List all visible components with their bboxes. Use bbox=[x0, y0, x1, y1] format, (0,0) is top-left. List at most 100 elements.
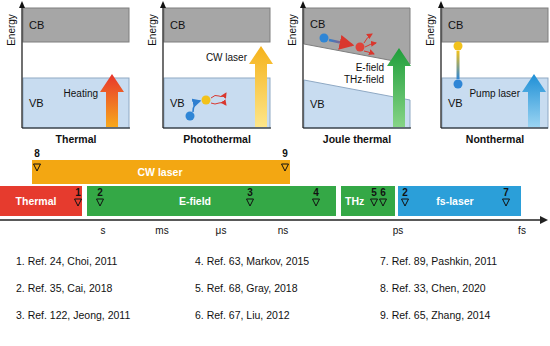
callout-number: 7 bbox=[503, 187, 509, 199]
reference-entry: 9. Ref. 65, Zhang, 2014 bbox=[380, 309, 490, 321]
bar-fill bbox=[87, 186, 336, 216]
valence-band: VB bbox=[164, 78, 270, 128]
hole-ball bbox=[454, 80, 463, 89]
phonon-arrow bbox=[211, 93, 226, 98]
panel-caption: Thermal bbox=[56, 133, 97, 145]
band-outline bbox=[164, 8, 270, 42]
arrow-label: Pump laser bbox=[469, 88, 520, 100]
band-label: VB bbox=[29, 97, 44, 110]
reference-entry: 3. Ref. 122, Jeong, 2011 bbox=[16, 309, 130, 321]
reference-entry: 4. Ref. 63, Markov, 2015 bbox=[195, 255, 309, 267]
bar-label: E-field bbox=[179, 195, 211, 207]
callout-triangles bbox=[34, 164, 510, 206]
bar-label: THz bbox=[345, 195, 364, 207]
axis-line bbox=[303, 127, 411, 128]
timescale-axis bbox=[0, 219, 541, 221]
axis-arrowhead bbox=[300, 1, 306, 8]
callout-number: 2 bbox=[402, 187, 408, 199]
band-outline bbox=[442, 8, 548, 42]
timescale-bar: E-field bbox=[87, 186, 336, 216]
reference-entry: 7. Ref. 89, Pashkin, 2011 bbox=[380, 255, 497, 267]
axis-arrowhead bbox=[160, 1, 166, 8]
band-label: CB bbox=[448, 19, 463, 32]
bar-fill bbox=[341, 186, 395, 216]
phonon-arrow bbox=[364, 51, 374, 54]
callout-number: 9 bbox=[282, 148, 288, 160]
excitation-line bbox=[457, 51, 460, 79]
axis-line bbox=[440, 7, 441, 128]
bar-fill bbox=[398, 186, 521, 216]
cw-laser-arrow bbox=[249, 46, 273, 127]
marker-triangle bbox=[282, 164, 289, 171]
marker-triangle bbox=[380, 199, 387, 206]
axis-line bbox=[21, 7, 22, 128]
band-outline bbox=[164, 78, 270, 128]
electron-ball bbox=[454, 42, 463, 51]
axis-label: Energy bbox=[425, 14, 437, 46]
timescale-tick-label: ns bbox=[278, 225, 289, 237]
timescale-bar: fs-laser bbox=[398, 186, 521, 216]
band-label: VB bbox=[448, 97, 463, 110]
axis-label: Energy bbox=[6, 14, 18, 46]
timescale-tick-label: ms bbox=[155, 225, 168, 237]
axis-arrowhead bbox=[438, 1, 444, 8]
axis-line bbox=[22, 127, 130, 128]
panel-caption: Photothermal bbox=[183, 133, 251, 145]
timescale-tick-label: ps bbox=[393, 225, 404, 237]
callout-number: 4 bbox=[313, 187, 319, 199]
callout-number: 3 bbox=[247, 187, 253, 199]
reference-entry: 2. Ref. 35, Cai, 2018 bbox=[16, 282, 112, 294]
band-label: CB bbox=[170, 19, 185, 32]
timescale-bar: CW laser bbox=[32, 160, 290, 184]
axis-label: Energy bbox=[147, 14, 159, 46]
arrow-label: Heating bbox=[64, 88, 98, 100]
photothermal-carriers bbox=[186, 93, 227, 121]
axis-arrowhead bbox=[19, 1, 25, 8]
axis-line bbox=[441, 127, 548, 128]
marker-triangle bbox=[371, 199, 378, 206]
axis-line bbox=[162, 7, 163, 128]
bar-shape bbox=[87, 186, 336, 216]
phonon-arrow bbox=[211, 102, 226, 105]
band-label: CB bbox=[29, 19, 44, 32]
band-label: VB bbox=[310, 98, 325, 111]
phonon-arrow bbox=[364, 34, 372, 43]
marker-triangle bbox=[247, 199, 254, 206]
bar-label: CW laser bbox=[138, 166, 183, 178]
hot-electron-ball bbox=[356, 43, 365, 52]
marker-triangle bbox=[34, 164, 41, 171]
timescale-tick-label: μs bbox=[216, 225, 227, 237]
panel-caption: Nonthermal bbox=[466, 133, 524, 145]
timescale-arrowhead bbox=[540, 216, 548, 224]
callout-number: 1 bbox=[75, 187, 81, 199]
conduction-band: CB bbox=[442, 8, 548, 42]
field-arrow bbox=[387, 48, 411, 127]
carrier-arrow bbox=[193, 101, 200, 112]
timescale-tick-label: s bbox=[101, 225, 106, 237]
panel-caption: Joule thermal bbox=[323, 133, 391, 145]
marker-triangle bbox=[313, 199, 320, 206]
band-outline bbox=[23, 8, 129, 42]
conduction-band: CB bbox=[164, 8, 270, 42]
arrow-label: CW laser bbox=[206, 52, 247, 64]
callout-number: 6 bbox=[380, 187, 386, 199]
electron-ball bbox=[202, 96, 211, 105]
band-label: VB bbox=[170, 97, 185, 110]
reference-entry: 8. Ref. 33, Chen, 2020 bbox=[380, 282, 486, 294]
bar-fill bbox=[32, 160, 290, 184]
reference-entry: 6. Ref. 67, Liu, 2012 bbox=[195, 309, 290, 321]
bar-fill bbox=[0, 186, 82, 216]
axis-line bbox=[302, 7, 303, 128]
timescale-bar: THz bbox=[341, 186, 395, 216]
timescale-tick-label: fs bbox=[518, 225, 526, 237]
phonon-arrow bbox=[365, 43, 376, 47]
conduction-band: CB bbox=[23, 8, 129, 42]
arrow-label: E-field THz-field bbox=[338, 62, 384, 85]
reference-entry: 1. Ref. 24, Choi, 2011 bbox=[16, 255, 117, 267]
marker-triangle bbox=[503, 199, 510, 206]
reference-entry: 5. Ref. 68, Gray, 2018 bbox=[195, 282, 298, 294]
joule-carriers bbox=[320, 34, 377, 55]
